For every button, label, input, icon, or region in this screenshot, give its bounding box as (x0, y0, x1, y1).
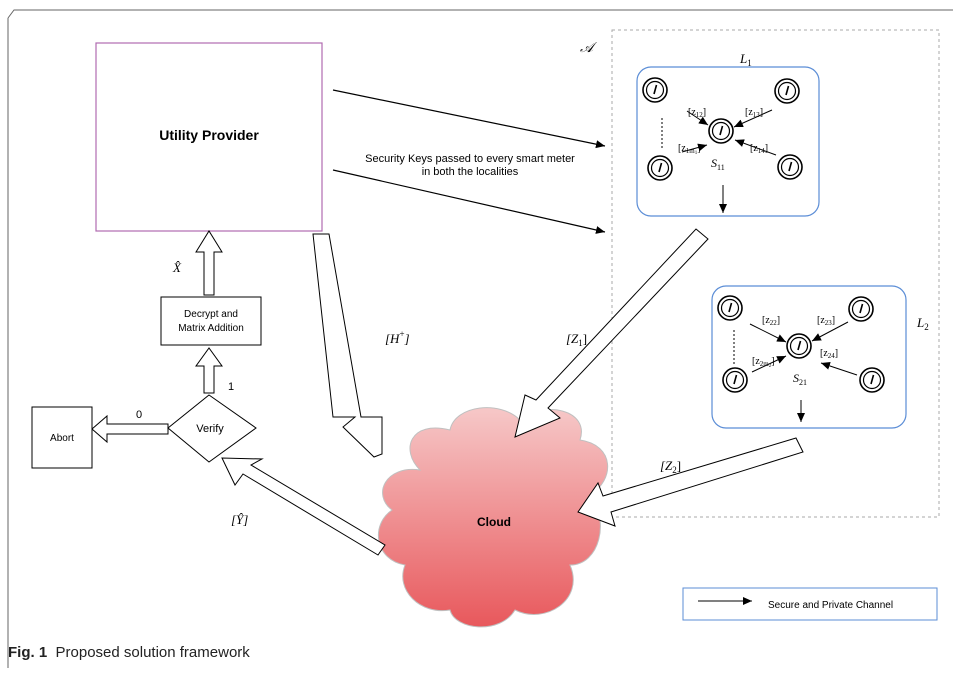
y-hat-label: [Ŷ] (231, 512, 248, 527)
smart-meter-icon (647, 155, 673, 181)
legend-label: Secure and Private Channel (768, 600, 893, 611)
share-label: [z12] (688, 107, 706, 119)
y-hat-arrow (221, 457, 386, 556)
cloud-label: Cloud (477, 515, 511, 529)
decrypt-box (160, 296, 262, 346)
share-label: [z23] (817, 315, 835, 327)
share-label: [z13] (745, 107, 763, 119)
smart-meter-icon (848, 296, 874, 322)
locality-2-box (711, 285, 907, 429)
region-label: 𝒜 (580, 41, 597, 56)
share-label: [z14] (750, 143, 768, 155)
region-boundary (611, 29, 940, 518)
share-arrow (681, 143, 708, 153)
aggregator-meter-icon (786, 333, 812, 359)
smart-meter-icon (777, 154, 803, 180)
verify-yes-arrow (195, 347, 223, 394)
figure-caption-text: Proposed solution framework (55, 644, 250, 661)
locality-1-label: L1 (739, 51, 752, 68)
locality-2-label: L2 (916, 315, 929, 332)
z2-label: [Z2] (660, 458, 681, 475)
utility-provider-label: Utility Provider (159, 127, 259, 143)
key-distribution-arrow (332, 89, 606, 149)
verify-diamond (167, 394, 257, 463)
share-arrow (686, 110, 709, 126)
smart-meter-icon (859, 367, 885, 393)
security-note-line2: in both the localities (422, 166, 519, 178)
share-label: [z22] (762, 315, 780, 327)
h-plus-label: [H+] (385, 329, 410, 346)
legend-box (682, 587, 938, 621)
verify-no-arrow (91, 414, 169, 444)
security-note-line1: Security Keys passed to every smart mete… (365, 153, 575, 165)
smart-meter-icon (642, 77, 668, 103)
cloud-shape (377, 407, 608, 628)
share-label: [z24] (820, 348, 838, 360)
z1-arrow (514, 228, 709, 438)
figure-border (7, 9, 953, 668)
verify-yes-label: 1 (228, 381, 234, 393)
smart-meter-icon (717, 295, 743, 321)
smart-meter-icon (722, 367, 748, 393)
z2-arrow (577, 437, 804, 527)
share-label: [z1m1] (678, 143, 701, 156)
x-hat-label: X̂ (172, 260, 182, 275)
aggregator-label: S11 (711, 156, 725, 172)
decrypt-label-line1: Decrypt and (184, 309, 238, 320)
smart-meter-icon (774, 78, 800, 104)
abort-label: Abort (50, 433, 74, 444)
figure-number: Fig. 1 (8, 644, 48, 661)
verify-no-label: 0 (136, 409, 142, 421)
aggregator-meter-icon (708, 118, 734, 144)
share-arrow (751, 355, 787, 373)
share-label: [z2m2] (752, 356, 775, 369)
share-arrow (749, 323, 787, 343)
key-distribution-arrow (332, 169, 606, 234)
verify-label: Verify (196, 423, 224, 435)
decrypt-label-line2: Matrix Addition (178, 323, 244, 334)
figure-caption: Fig. 1 Proposed solution framework (8, 644, 250, 661)
share-arrow (820, 362, 858, 376)
x-hat-arrow (195, 230, 223, 296)
utility-provider-box (95, 42, 323, 232)
share-arrow (811, 321, 849, 342)
aggregator-label: S21 (793, 371, 807, 387)
share-arrow (734, 139, 777, 156)
z1-label: [Z1] (566, 331, 587, 348)
h-plus-arrow (312, 233, 383, 458)
abort-box (31, 406, 93, 469)
share-arrow (733, 109, 773, 128)
